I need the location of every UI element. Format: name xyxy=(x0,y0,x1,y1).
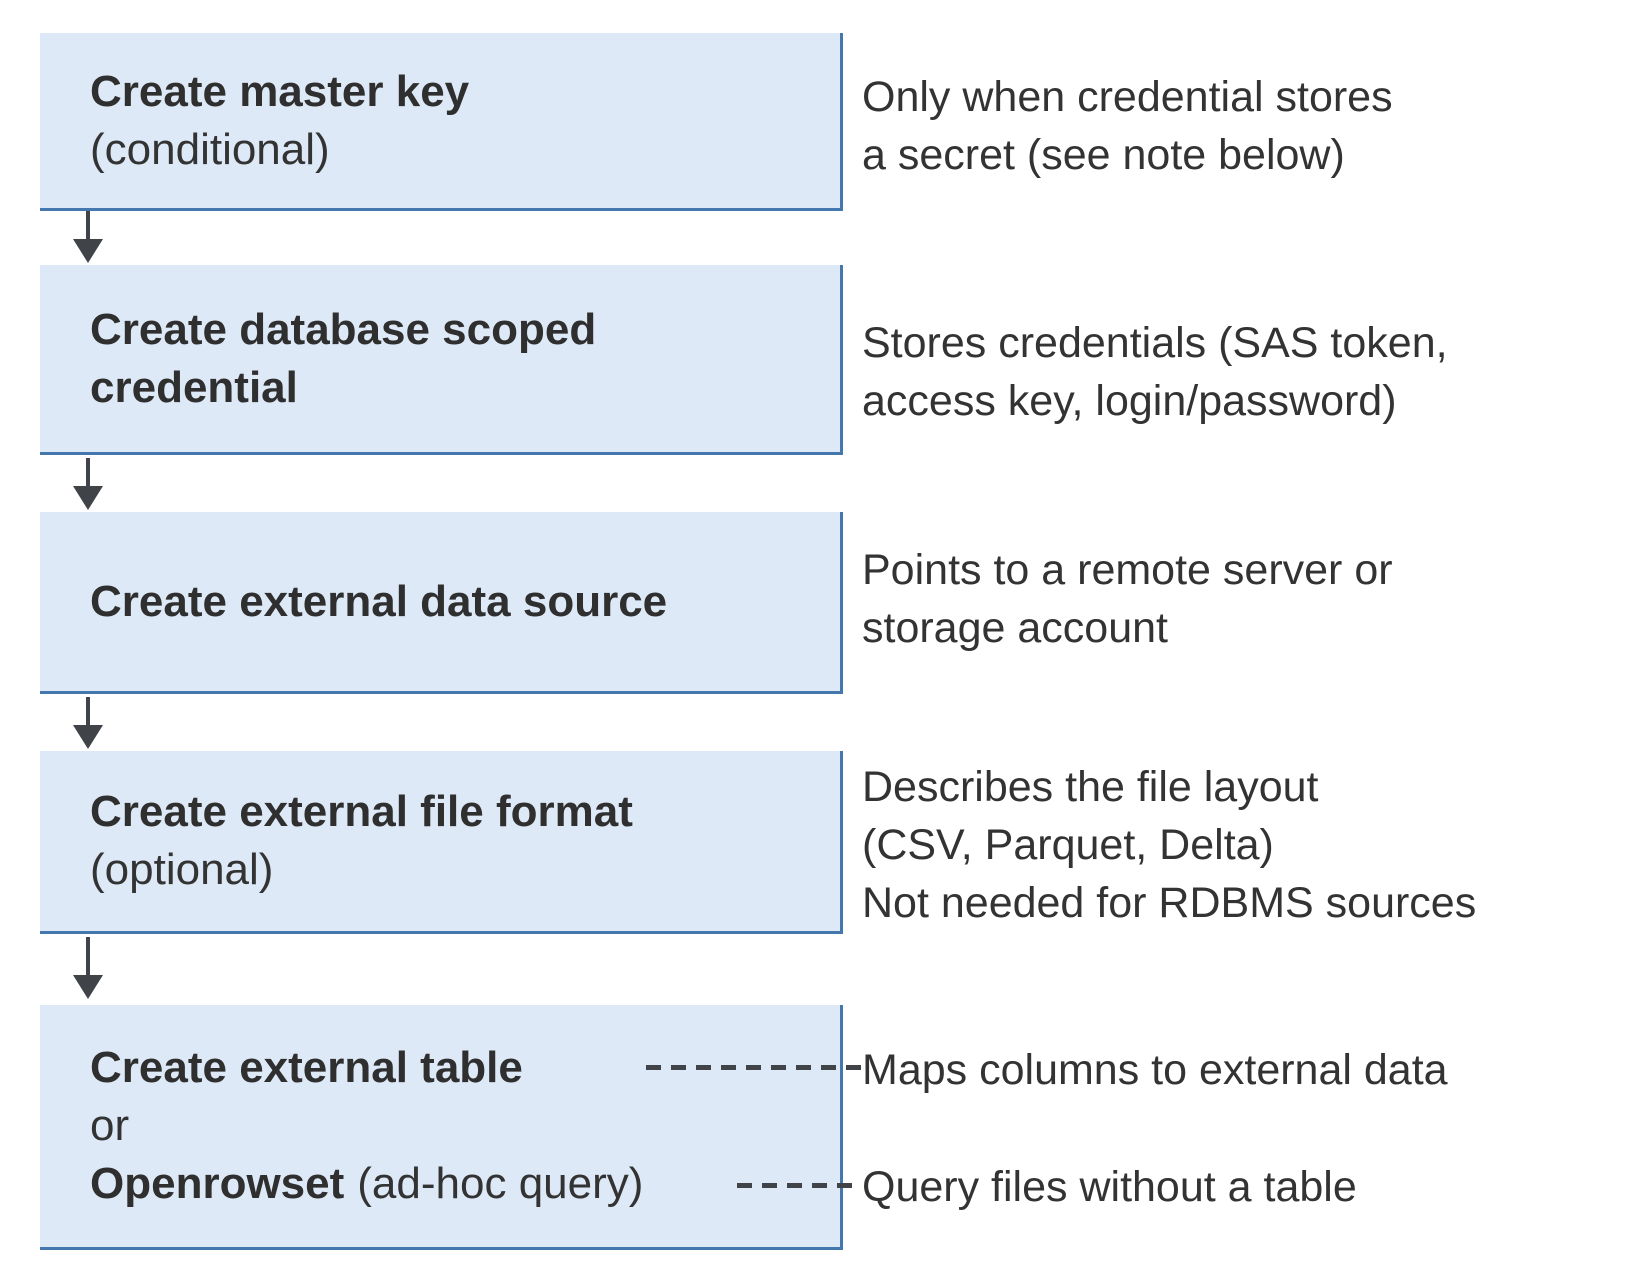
arrow-head xyxy=(73,975,103,999)
step-box-database-scoped-credential: Create database scoped credential xyxy=(40,265,843,455)
note-master-key: Only when credential stores a secret (se… xyxy=(862,73,1393,179)
arrow-shaft xyxy=(86,697,90,725)
step-title: Create external table xyxy=(90,1043,523,1092)
arrow-head xyxy=(73,239,103,263)
step-alt-qualifier: (ad-hoc query) xyxy=(357,1159,644,1208)
note-external-table: Maps columns to external data xyxy=(862,1046,1448,1094)
dashed-connector-openrowset xyxy=(737,1183,862,1188)
step-title: Create master key xyxy=(90,66,470,116)
arrow-head xyxy=(73,486,103,510)
step-box-external-file-format: Create external file format (optional) xyxy=(40,751,843,934)
note-external-data-source: Points to a remote server or storage acc… xyxy=(862,546,1393,652)
step-box-create-master-key: Create master key (conditional) xyxy=(40,33,843,211)
flow-arrow-icon xyxy=(73,211,103,263)
step-box-external-data-source: Create external data source xyxy=(40,512,843,694)
step-alt-line: Openrowset (ad-hoc query) xyxy=(90,1155,840,1213)
step-title: Create external data source xyxy=(90,576,668,626)
step-qualifier: (conditional) xyxy=(90,124,330,174)
step-title: Create external file format xyxy=(90,787,633,836)
step-separator: or xyxy=(90,1101,130,1150)
flow-arrow-icon xyxy=(73,937,103,999)
arrow-shaft xyxy=(86,937,90,975)
arrow-head xyxy=(73,725,103,749)
flow-arrow-icon xyxy=(73,697,103,749)
arrow-shaft xyxy=(86,211,90,239)
step-title: Create database scoped credential xyxy=(90,304,597,412)
arrow-shaft xyxy=(86,458,90,486)
note-external-file-format: Describes the file layout (CSV, Parquet,… xyxy=(862,763,1477,927)
step-box-external-table-or-openrowset: Create external table or Openrowset (ad-… xyxy=(40,1005,843,1250)
flow-arrow-icon xyxy=(73,458,103,510)
step-alt-title: Openrowset xyxy=(90,1159,345,1208)
note-scoped-credential: Stores credentials (SAS token, access ke… xyxy=(862,319,1448,425)
dashed-connector-external-table xyxy=(646,1065,862,1070)
step-qualifier: (optional) xyxy=(90,845,274,894)
note-openrowset: Query files without a table xyxy=(862,1163,1357,1211)
